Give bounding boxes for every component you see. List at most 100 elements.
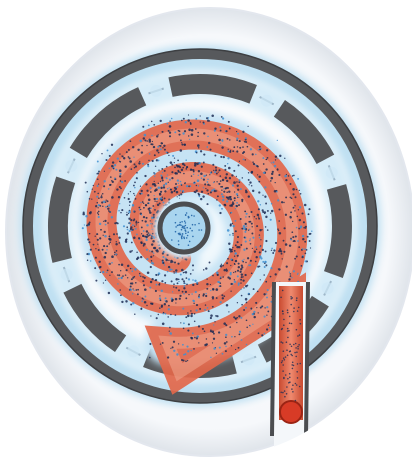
particle-dot: [246, 302, 248, 304]
particle-dot: [272, 161, 274, 163]
particle-dot: [127, 277, 128, 278]
particle-dot: [219, 285, 221, 287]
particle-dot: [183, 173, 185, 175]
particle-dot: [212, 275, 214, 277]
particle-dot: [148, 210, 150, 212]
particle-dot: [134, 268, 137, 271]
particle-dot: [188, 323, 190, 325]
particle-dot: [101, 195, 102, 196]
pipe-particle: [297, 363, 299, 365]
particle-dot: [131, 278, 133, 280]
particle-dot: [134, 226, 135, 227]
particle-dot: [219, 126, 221, 128]
particle-dot: [82, 227, 84, 229]
particle-dot: [153, 216, 155, 218]
particle-dot: [111, 271, 113, 273]
particle-dot: [258, 149, 259, 150]
particle-dot: [120, 277, 122, 279]
pipe-particle: [293, 307, 295, 309]
particle-dot: [171, 171, 173, 173]
particle-dot: [210, 357, 211, 358]
particle-dot: [259, 266, 261, 268]
particle-dot: [165, 259, 168, 262]
particle-dot: [245, 216, 247, 218]
particle-dot: [187, 312, 189, 314]
particle-dot: [94, 267, 96, 269]
particle-dot: [112, 161, 114, 163]
particle-dot: [210, 284, 211, 285]
pipe-particle: [282, 342, 284, 344]
particle-dot: [181, 120, 183, 122]
particle-dot: [306, 249, 308, 251]
particle-dot: [118, 210, 120, 212]
particle-dot: [271, 173, 273, 175]
particle-dot: [164, 149, 166, 151]
particle-dot: [200, 198, 202, 200]
particle-dot: [95, 257, 97, 259]
particle-dot: [220, 143, 221, 144]
particle-dot: [239, 140, 241, 142]
particle-dot: [99, 223, 101, 225]
particle-dot: [105, 224, 107, 226]
hub-particle: [185, 222, 187, 224]
particle-dot: [109, 275, 110, 276]
particle-dot: [138, 207, 140, 209]
particle-dot: [229, 151, 231, 153]
pipe-particle: [283, 377, 285, 379]
particle-dot: [277, 140, 278, 141]
particle-dot: [143, 245, 145, 247]
particle-dot: [202, 295, 204, 297]
particle-dot: [159, 193, 162, 196]
particle-dot: [239, 161, 240, 162]
particle-dot: [253, 316, 255, 318]
particle-dot: [145, 220, 147, 222]
particle-dot: [260, 245, 261, 246]
particle-dot: [107, 200, 109, 202]
particle-dot: [156, 284, 158, 286]
particle-dot: [97, 239, 99, 241]
particle-dot: [144, 175, 146, 177]
particle-dot: [168, 130, 170, 132]
particle-dot: [121, 264, 124, 267]
particle-dot: [137, 293, 139, 295]
particle-dot: [98, 171, 100, 173]
particle-dot: [242, 261, 244, 263]
particle-dot: [162, 172, 163, 173]
particle-dot: [271, 248, 273, 250]
particle-dot: [140, 308, 142, 310]
particle-dot: [240, 289, 241, 290]
particle-dot: [113, 168, 115, 170]
particle-dot: [129, 289, 131, 291]
particle-dot: [132, 293, 134, 295]
particle-dot: [178, 194, 180, 196]
particle-dot: [265, 216, 267, 218]
particle-dot: [241, 276, 243, 278]
particle-dot: [177, 263, 179, 265]
particle-dot: [100, 196, 102, 198]
particle-dot: [209, 174, 210, 175]
particle-dot: [246, 344, 248, 346]
particle-dot: [185, 316, 187, 318]
particle-dot: [154, 198, 156, 200]
particle-dot: [111, 144, 113, 146]
particle-dot: [264, 196, 266, 198]
hub-particle: [192, 224, 194, 226]
particle-dot: [174, 272, 175, 273]
pipe-particle: [287, 309, 289, 311]
particle-dot: [143, 299, 144, 300]
particle-dot: [229, 196, 231, 198]
particle-dot: [235, 260, 237, 262]
particle-dot: [151, 243, 153, 245]
particle-dot: [196, 152, 198, 154]
particle-dot: [97, 193, 99, 195]
particle-dot: [150, 315, 151, 316]
particle-dot: [183, 287, 185, 289]
particle-dot: [193, 300, 195, 302]
particle-dot: [273, 249, 275, 251]
particle-dot: [222, 196, 224, 198]
particle-dot: [286, 266, 288, 268]
particle-dot: [116, 233, 118, 235]
pipe-particle: [293, 311, 295, 313]
particle-dot: [235, 318, 237, 320]
